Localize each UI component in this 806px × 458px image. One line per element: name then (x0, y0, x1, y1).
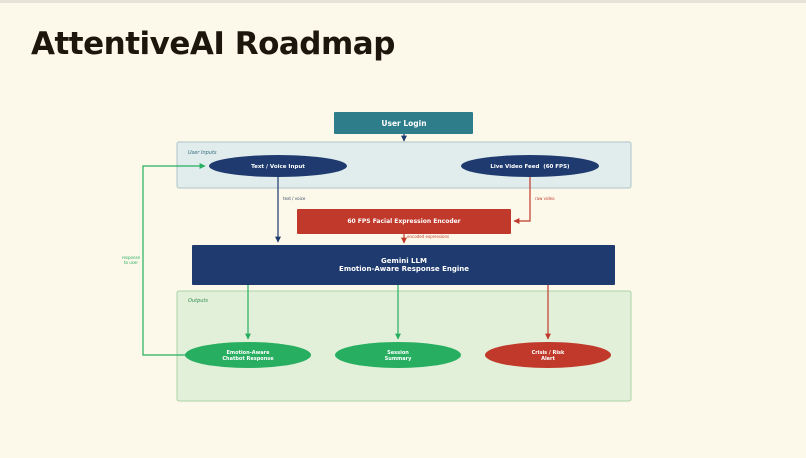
live-video-feed-node (461, 155, 599, 177)
page-title: AttentiveAI Roadmap (31, 26, 395, 62)
text-voice-input-node (209, 155, 347, 177)
edge-label-raw-video: raw video (535, 196, 555, 201)
session-summary-label-2: Summary (385, 356, 412, 362)
edge-response-feedback (142, 163, 206, 356)
session-summary-node (335, 342, 461, 368)
edge-label-to-user: to user (124, 260, 138, 265)
chatbot-response-node (185, 342, 311, 368)
user-login-node (334, 112, 473, 134)
session-summary-label-1: Session (387, 350, 409, 356)
gemini-llm-title: Gemini LLM (381, 257, 427, 265)
crisis-alert-label-2: Alert (541, 356, 555, 362)
chatbot-response-label-2: Chatbot Response (222, 356, 274, 362)
user-inputs-group-label: User Inputs (188, 150, 217, 156)
user-login-label: User Login (381, 119, 426, 128)
gemini-llm-subtitle: Emotion-Aware Response Engine (339, 265, 469, 273)
expression-encoder-label: 60 FPS Facial Expression Encoder (347, 218, 460, 225)
edge-label-text-voice: text / voice (283, 196, 306, 201)
gemini-llm-node (192, 245, 615, 285)
crisis-alert-node (485, 342, 611, 368)
outputs-group-label: Outputs (188, 298, 208, 304)
edge-label-response: response (122, 255, 141, 260)
top-divider (0, 0, 806, 3)
crisis-alert-label-1: Crisis / Risk (532, 350, 565, 356)
edge-video-to-encoder (513, 177, 531, 224)
expression-encoder-node (297, 209, 511, 234)
text-voice-input-label: Text / Voice Input (251, 164, 305, 170)
edge-label-encoded: encoded expressions (407, 234, 449, 239)
chatbot-response-label-1: Emotion-Aware (227, 350, 271, 356)
live-video-feed-label: Live Video Feed (60 FPS) (490, 164, 570, 170)
